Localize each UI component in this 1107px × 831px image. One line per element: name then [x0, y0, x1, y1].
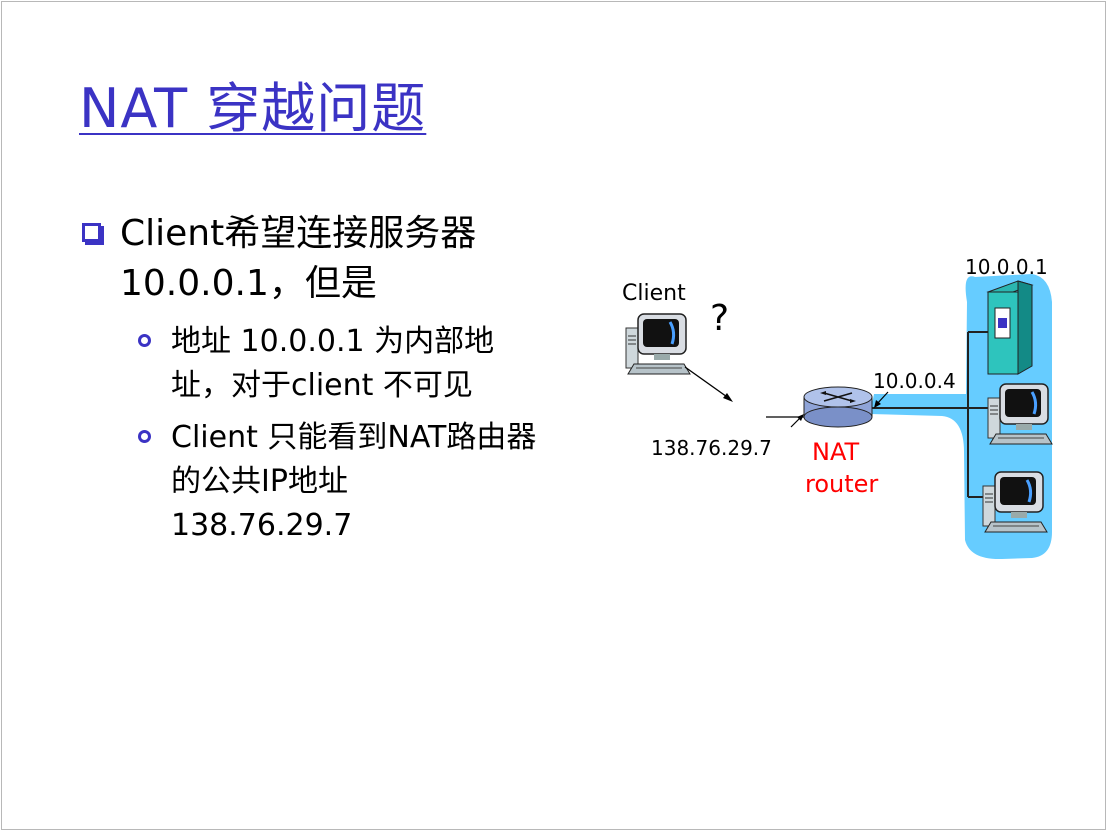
router-icon — [803, 386, 873, 428]
bullet-1: Client希望连接服务器 10.0.0.1，但是 — [82, 209, 552, 309]
server-icon — [986, 280, 1034, 375]
sub-bullet-1: 地址 10.0.0.1 为内部地址，对于client 不可见 — [138, 320, 538, 408]
client-computer-icon — [624, 312, 692, 376]
page-title: NAT 穿越问题 — [79, 77, 427, 140]
bullet-1-text: Client希望连接服务器 10.0.0.1，但是 — [120, 213, 477, 304]
circle-bullet-icon — [138, 334, 151, 347]
server-ip-label: 10.0.0.1 — [965, 255, 1048, 279]
sub-bullet-2: Client 只能看到NAT路由器的公共IP地址 138.76.29.7 — [138, 416, 538, 548]
internal-ip-label: 10.0.0.4 — [873, 369, 956, 393]
router-label-line1: NAT — [812, 438, 860, 466]
circle-bullet-icon — [138, 430, 151, 443]
sub-bullet-1-text: 地址 10.0.0.1 为内部地址，对于client 不可见 — [171, 324, 495, 403]
router-label-line2: router — [805, 470, 878, 498]
square-bullet-icon — [82, 223, 101, 242]
public-ip-label: 138.76.29.7 — [651, 436, 772, 460]
sub-bullet-2-text: Client 只能看到NAT路由器的公共IP地址 138.76.29.7 — [171, 420, 537, 543]
client-label: Client — [622, 281, 686, 306]
question-mark: ? — [710, 298, 729, 339]
